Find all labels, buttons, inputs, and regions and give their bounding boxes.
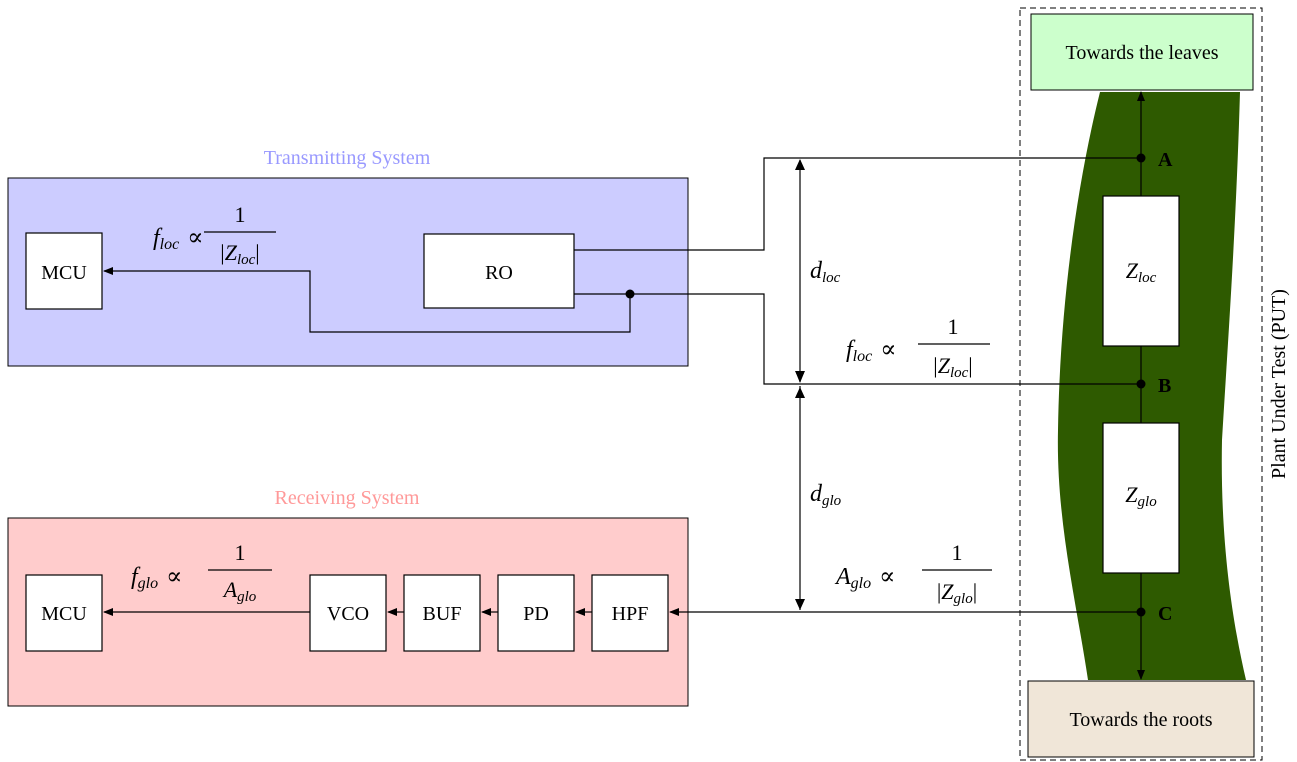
roots-box [1027,680,1255,758]
f-loc-formula: floc∝ 1 |Zloc| [846,314,990,381]
receive-mcu-block [25,574,103,652]
leaves-label: Towards the leaves [1066,42,1219,64]
svg-text:Aglo∝: Aglo∝ [834,564,895,592]
ro-to-mcu-wire [103,267,631,333]
pd-block [497,574,575,652]
svg-text:|Zloc|: |Zloc| [220,240,259,268]
svg-text:floc∝: floc∝ [846,337,896,365]
buf-block [403,574,481,652]
plant-under-test-label: Plant Under Test (PUT) [1268,289,1290,479]
roots-label: Towards the roots [1069,709,1212,731]
transmitting-system-title: Transmitting System [264,147,431,169]
receive-formula: fglo∝ 1 Aglo [131,540,272,605]
d-loc-label: dloc [810,258,841,286]
z-loc-label: Zloc [1126,258,1157,286]
svg-text:1: 1 [948,314,959,339]
z-glo-label: Zglo [1125,482,1157,510]
ro-to-node-a-wire [574,157,1141,251]
a-glo-formula: Aglo∝ 1 |Zglo| [834,540,992,607]
plant-stem [1057,92,1246,680]
z-glo-block [1102,422,1180,574]
node-c-label: C [1158,603,1172,625]
leaves-box [1030,13,1254,91]
svg-text:floc∝: floc∝ [153,225,203,253]
vco-block [309,574,387,652]
dimension-arrowheads [795,159,805,610]
svg-text:1: 1 [235,202,246,227]
node-b-label: B [1158,375,1171,397]
buf-label: BUF [423,603,462,625]
hpf-block [591,574,669,652]
connections [574,157,1141,616]
z-loc-block [1102,195,1180,347]
svg-text:1: 1 [235,540,246,565]
svg-text:|Zglo|: |Zglo| [937,579,977,607]
measurement-labels: dloc dglo floc∝ 1 |Zloc| Aglo∝ 1 |Zglo| [810,258,992,607]
transmit-formula: floc∝ 1 |Zloc| [153,202,276,268]
transmitting-system-panel [7,177,689,367]
transmitting-system: Transmitting System MCU RO floc∝ 1 |Zloc… [7,147,689,367]
svg-text:fglo∝: fglo∝ [131,564,182,592]
pd-label: PD [523,603,549,625]
svg-text:1: 1 [952,540,963,565]
d-glo-label: dglo [810,481,842,509]
hpf-label: HPF [612,603,649,625]
ro-label: RO [485,262,513,284]
node-a-label: A [1158,149,1173,171]
vco-label: VCO [327,603,369,625]
transmit-mcu-label: MCU [41,262,87,284]
ro-to-node-b-wire [574,293,1141,385]
svg-text:|Zloc|: |Zloc| [933,353,972,381]
ro-junction-dot [625,289,635,299]
svg-text:Aglo: Aglo [222,577,257,605]
receiving-system: Receiving System MCU VCO BUF PD HPF fglo… [7,487,689,707]
plant-under-test: Towards the leaves Towards the roots Zlo… [1019,7,1290,761]
ro-block [423,233,575,309]
transmit-mcu-block [25,232,103,310]
receiving-system-title: Receiving System [275,487,420,509]
receive-mcu-label: MCU [41,603,87,625]
